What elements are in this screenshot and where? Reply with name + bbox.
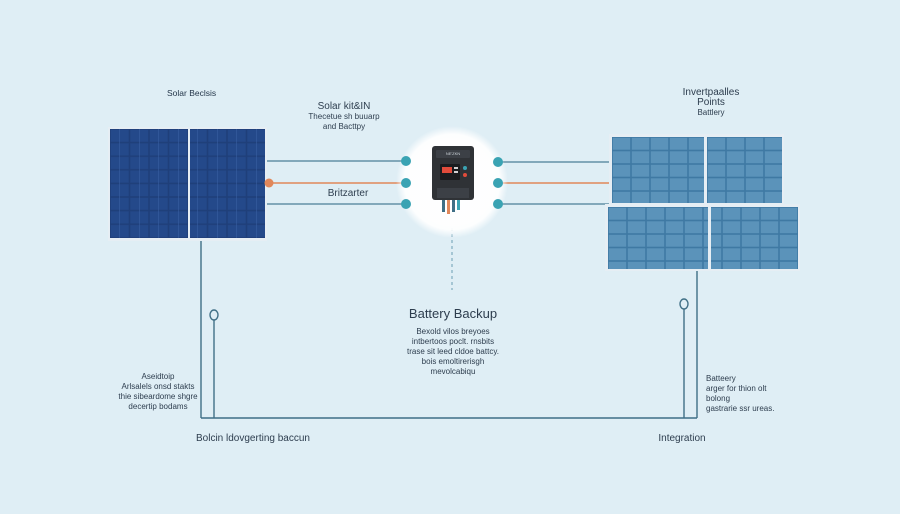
battery-desc-5: mevolcabiqu [430, 367, 476, 376]
right-title-line-1: Invertpaalles Points [682, 87, 740, 108]
wiring [200, 160, 698, 419]
right-title-line-2: Battlery [697, 108, 725, 117]
battery-desc-1: Bexold vilos breyoes [416, 327, 490, 336]
ring-marker-left [209, 309, 219, 321]
right-note-title: Batteery [706, 374, 736, 383]
left-note-line-3: decertip bodams [128, 402, 188, 411]
right-note-line-1: arger for thion olt bolong [706, 384, 767, 403]
node-orange-left [264, 178, 274, 188]
inverter-badge: NE'ZKN [445, 151, 461, 156]
node-right-bottom [493, 199, 503, 209]
top-mid-line-2: Thecetue sh buuarp [308, 112, 380, 121]
node-right-top [493, 157, 503, 167]
battery-desc-2: intbertoos poclt. rnsbits [411, 337, 495, 346]
top-mid-line-1: Solar kit&IN [317, 101, 371, 112]
bottom-right-label: Integration [658, 433, 706, 444]
left-note-line-1: Arlsalels onsd stakts [121, 382, 195, 391]
connection-nodes [264, 156, 503, 209]
right-note-line-2: gastrarie ssr ureas. [706, 404, 775, 413]
left-note-line-2: thie sibeardome shgre [118, 392, 198, 401]
battery-desc-3: trase sit leed cldoe battcy. [407, 347, 499, 356]
battery-title: Battery Backup [408, 306, 498, 321]
bottom-left-label: Bolcin ldovgerting baccun [196, 433, 310, 444]
solar-left-title: Solar Beclsis [167, 88, 217, 98]
ring-marker-right [679, 298, 689, 310]
left-note-title: Aseidtoip [141, 372, 175, 381]
node-left-top [401, 156, 411, 166]
left-note: Aseidtoip Arlsalels onsd stakts thie sib… [115, 372, 201, 412]
top-mid-label: Solar kit&IN Thecetue sh buuarp and Bact… [296, 102, 392, 132]
solar-panel-right [605, 134, 800, 271]
right-note: Batteery arger for thion olt bolong gast… [706, 374, 782, 414]
node-left-bottom [401, 199, 411, 209]
battery-desc-4: bois emoltirerisgh [421, 357, 485, 366]
top-mid-line-3: and Bacttpy [322, 122, 366, 131]
node-right-mid [493, 178, 503, 188]
inverter-hub [396, 126, 508, 238]
inverter-line-label: Britzarter [327, 188, 369, 199]
node-left-mid [401, 178, 411, 188]
solar-panel-left [108, 127, 267, 241]
battery-backup: Battery Backup Bexold vilos breyoes intb… [388, 307, 518, 377]
right-title: Invertpaalles Points Battlery [676, 88, 746, 118]
